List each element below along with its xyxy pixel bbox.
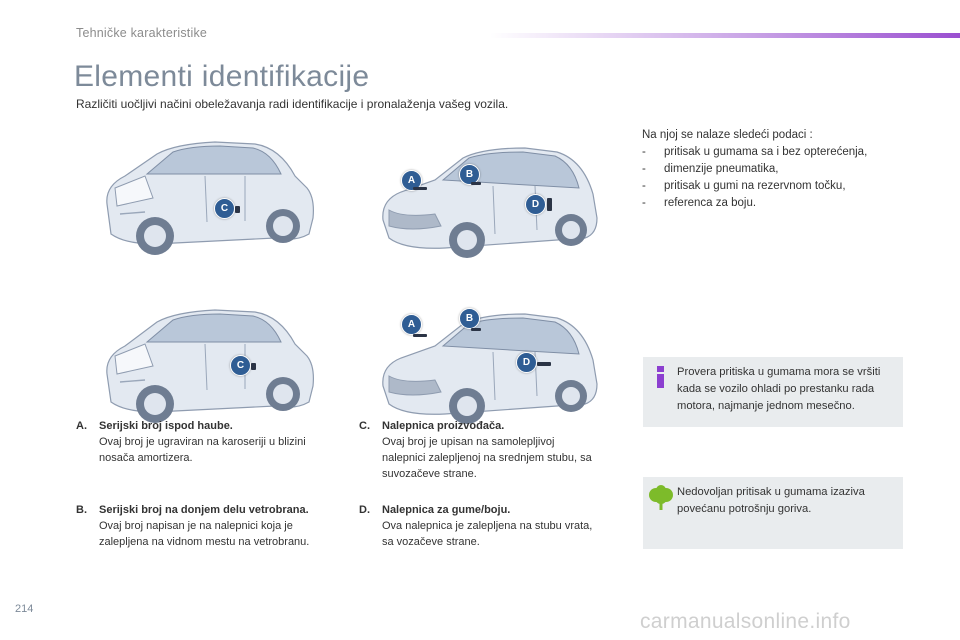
bullet-dash: - [642,146,646,158]
label-sticker [413,187,427,190]
eco-note-text: Nedovoljan pritisak u gumama izaziva pov… [677,484,897,518]
eco-note-line: Nedovoljan pritisak u gumama izaziva [677,486,865,498]
marker-d: D [516,352,537,373]
entry-line: Ovaj broj je upisan na samolepljivoj [382,436,555,448]
entry-letter: C. [359,420,370,432]
marker-d: D [525,194,546,215]
entry-d: D. Nalepnica za gume/boju. Ova nalepnica… [359,502,639,552]
entry-a: A. Serijski broj ispod haube. Ovaj broj … [76,418,356,468]
watermark-text: carmanualsonline.info [640,610,851,633]
entry-c: C. Nalepnica proizvođača. Ovaj broj je u… [359,418,639,484]
entry-line: Ovaj broj napisan je na nalepnici koja j… [99,520,293,532]
car-rear-drawing [106,309,314,423]
info-note-line: Provera pritiska u gumama mora se vršiti [677,366,881,378]
entry-description: Ova nalepnica je zalepljena na stubu vra… [382,518,592,550]
list-item-text: referenca za boju. [664,197,757,209]
page-title: Elementi identifikacije [74,60,370,93]
list-item: - dimenzije pneumatika, [642,161,912,178]
entry-line: Ova nalepnica je zalepljena na stubu vra… [382,520,593,532]
header-accent-line [490,33,960,38]
entry-title: Nalepnica proizvođača. [382,420,505,432]
bullet-dash: - [642,163,646,175]
entry-line: suvozačeve strane. [382,468,477,480]
entry-title: Serijski broj na donjem delu vetrobrana. [99,504,309,516]
marker-c: C [230,355,251,376]
label-sticker [537,362,551,366]
data-list-items: - pritisak u gumama sa i bez opterećenja,… [642,144,912,212]
entry-line: zalepljena na vidnom mestu na vetrobranu… [99,536,310,548]
car-rear-drawing [106,141,314,255]
entry-line: Ovaj broj je ugraviran na karoseriji u b… [99,436,306,448]
info-note-line: kada se vozilo ohladi po prestanku rada [677,383,875,395]
entry-line: nalepnici zalepljenoj na srednjem stubu,… [382,452,592,464]
info-icon [657,366,664,388]
marker-a: A [401,314,422,335]
entry-b: B. Serijski broj na donjem delu vetrobra… [76,502,366,552]
car-illustration-front-1: A B D [375,130,605,265]
car-illustration-rear-1: C [95,126,320,266]
entry-line: nosača amortizera. [99,452,193,464]
marker-a: A [401,170,422,191]
list-item-text: pritisak u gumi na rezervnom točku, [664,180,846,192]
car-front-drawing [382,313,598,424]
header-section: Tehničke karakteristike [76,26,208,40]
list-item-text: pritisak u gumama sa i bez opterećenja, [664,146,868,158]
marker-b: B [459,164,480,185]
list-item: - pritisak u gumi na rezervnom točku, [642,178,912,195]
info-note-text: Provera pritiska u gumama mora se vršiti… [677,364,897,415]
tree-eco-icon [649,485,673,510]
bullet-dash: - [642,197,646,209]
marker-b: B [459,308,480,329]
label-sticker [251,363,256,370]
info-note-box: Provera pritiska u gumama mora se vršiti… [643,357,903,427]
entry-letter: B. [76,504,87,516]
list-item-text: dimenzije pneumatika, [664,163,779,175]
entry-title: Nalepnica za gume/boju. [382,504,511,516]
entry-description: Ovaj broj je ugraviran na karoseriji u b… [99,434,306,466]
car-front-drawing [382,147,598,258]
label-sticker [547,198,552,211]
label-sticker [471,182,481,185]
list-item: - referenca za boju. [642,195,912,212]
label-sticker [471,328,481,331]
car-illustration-front-2: A B D [375,296,605,431]
label-sticker [235,206,240,213]
info-note-line: motora, najmanje jednom mesečno. [677,400,855,412]
marker-c: C [214,198,235,219]
page-subtitle: Različiti uočljivi načini obeležavanja r… [76,97,509,111]
eco-note-box: Nedovoljan pritisak u gumama izaziva pov… [643,477,903,549]
eco-note-line: povećanu potrošnju goriva. [677,503,812,515]
entry-title: Serijski broj ispod haube. [99,420,233,432]
entry-description: Ovaj broj napisan je na nalepnici koja j… [99,518,309,550]
data-list: Na njoj se nalaze sledeći podaci : - prit… [642,127,912,212]
label-sticker [413,334,427,337]
entry-letter: A. [76,420,87,432]
entry-description: Ovaj broj je upisan na samolepljivoj nal… [382,434,592,482]
data-list-lead: Na njoj se nalaze sledeći podaci : [642,129,813,141]
page-number: 214 [15,603,34,615]
bullet-dash: - [642,180,646,192]
car-illustration-rear-2: C [95,296,320,431]
list-item: - pritisak u gumama sa i bez opterećenja, [642,144,912,161]
entry-line: sa vozačeve strane. [382,536,480,548]
entry-letter: D. [359,504,370,516]
